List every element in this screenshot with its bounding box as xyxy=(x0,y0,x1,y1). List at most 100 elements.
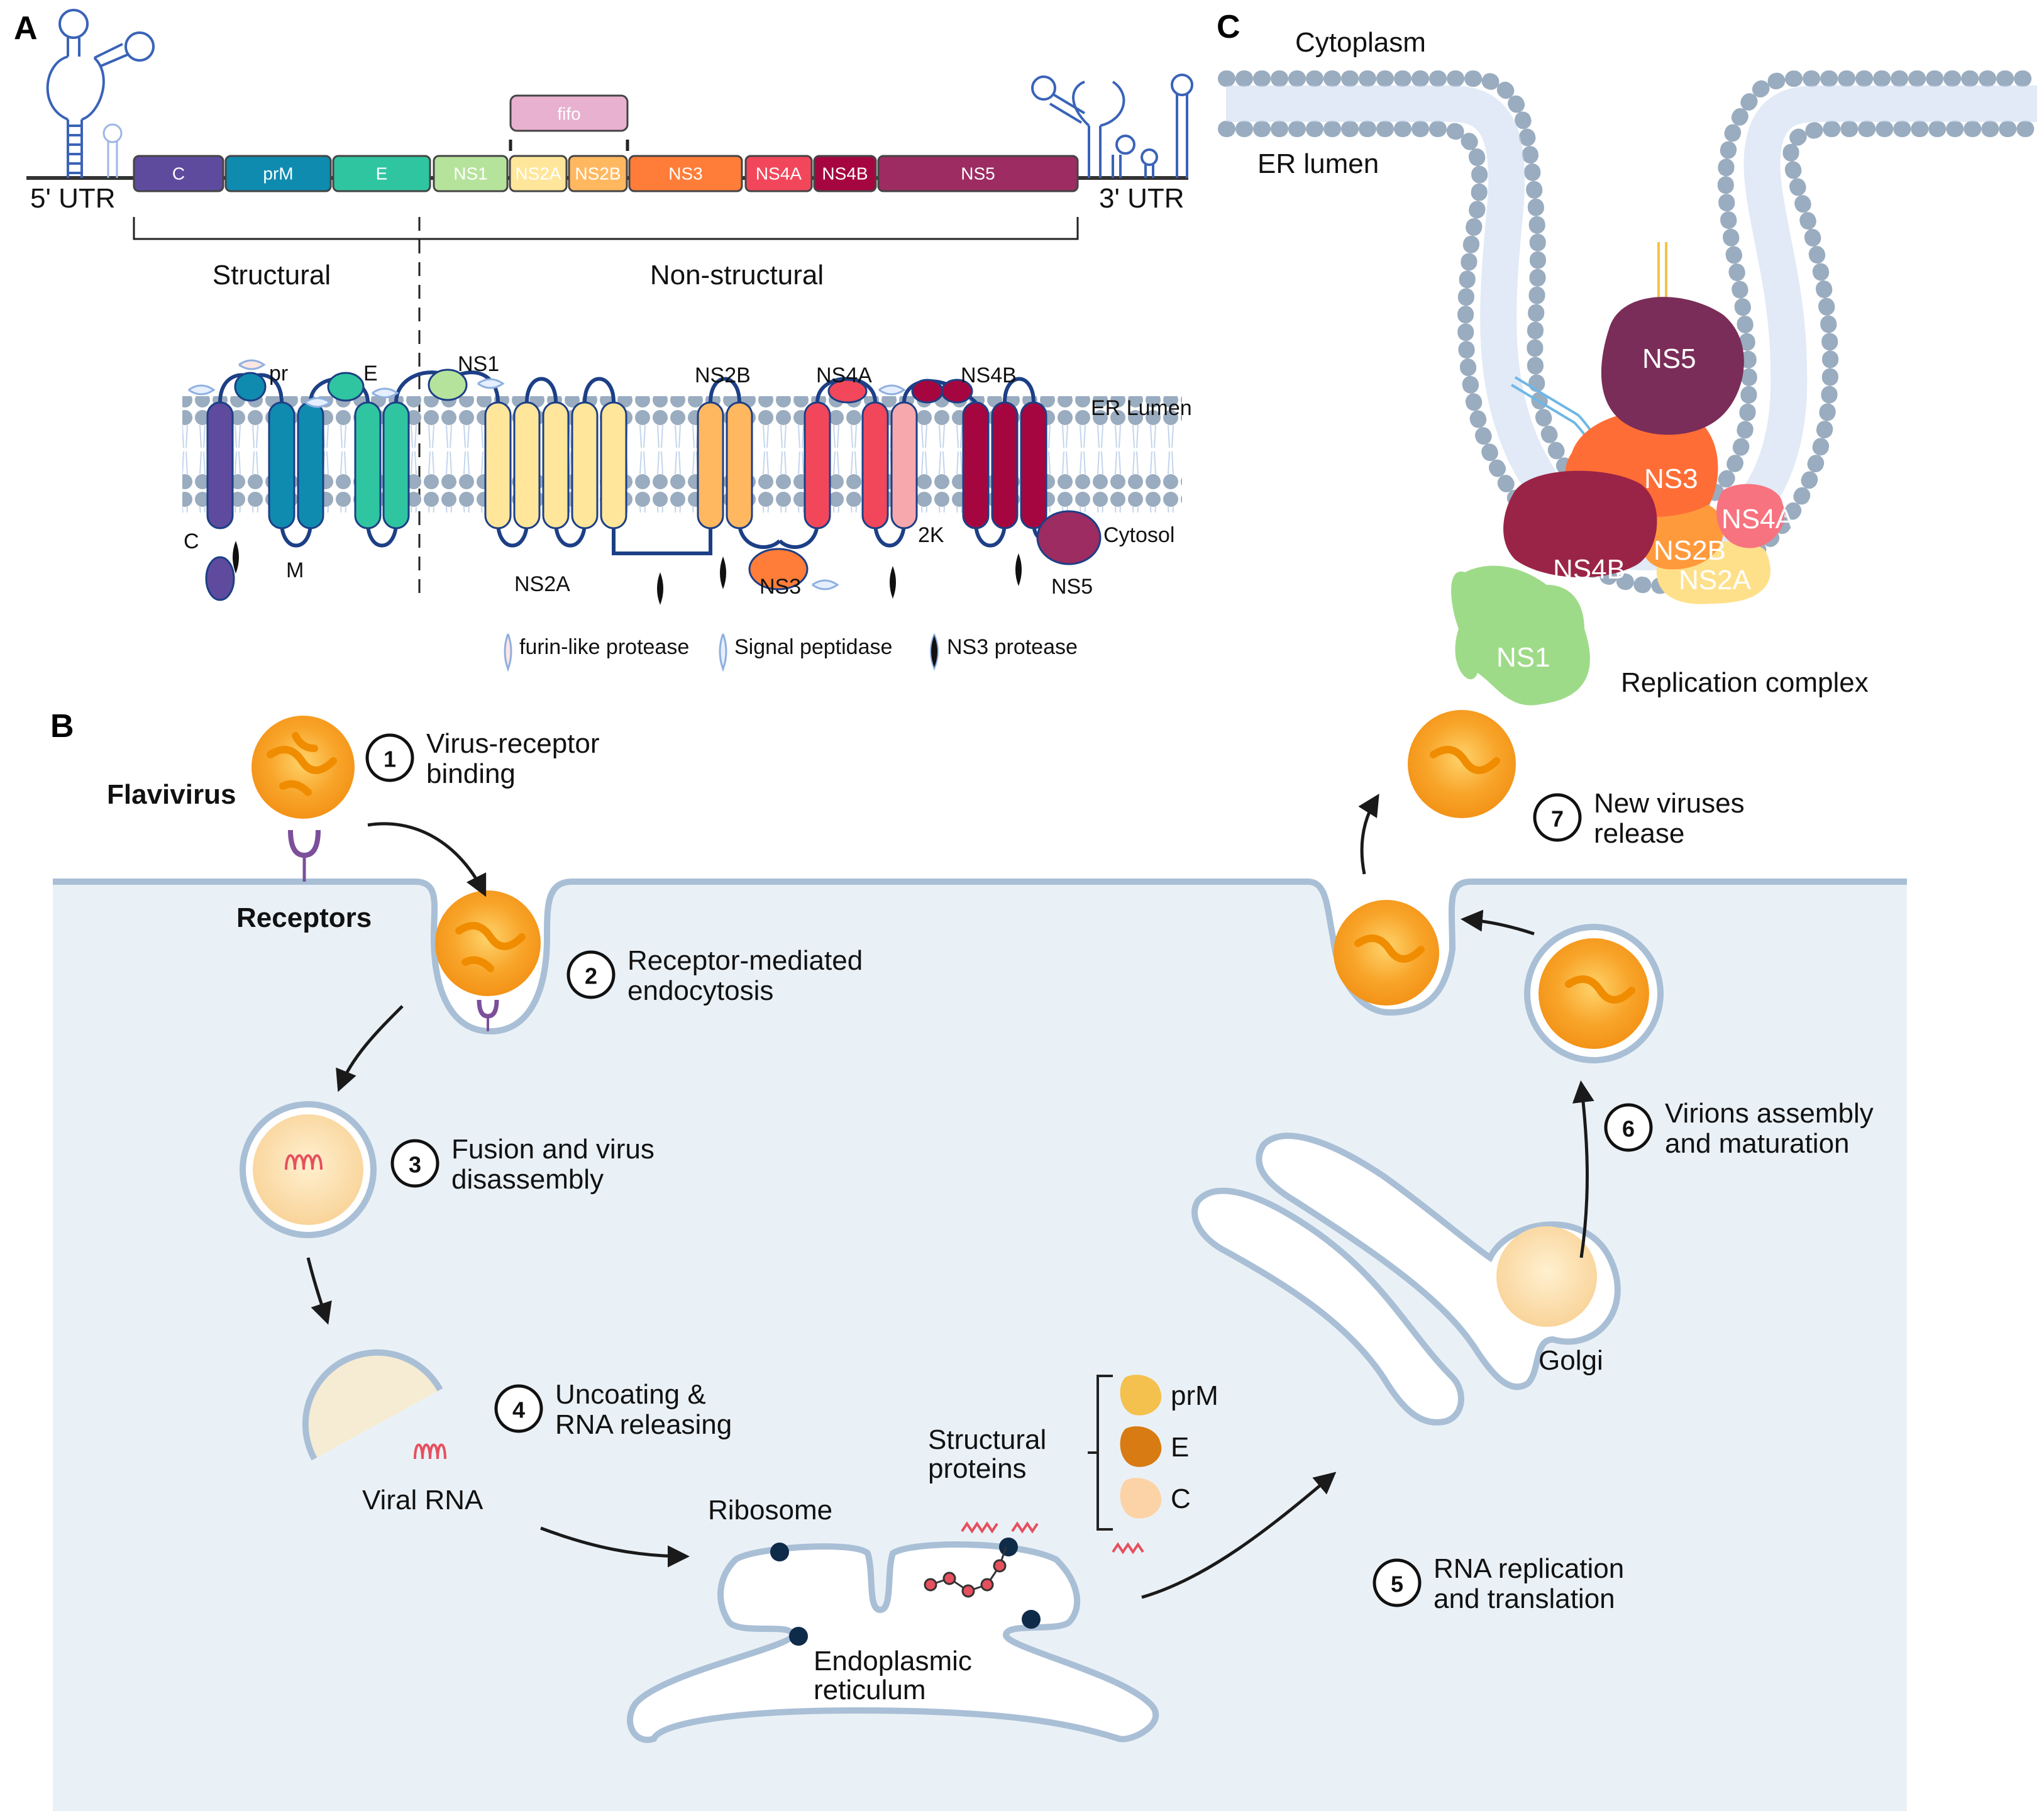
protease-cleavage-marker xyxy=(238,359,266,370)
step-text-line1: New viruses xyxy=(1594,788,1745,819)
region-bracket xyxy=(133,217,1079,240)
segment-label: NS5 xyxy=(961,164,995,184)
protein-blob-icon xyxy=(1120,1375,1162,1416)
step-text-line2: release xyxy=(1594,818,1684,849)
label-ns4a: NS4A xyxy=(816,363,872,387)
step-number: 3 xyxy=(409,1152,421,1178)
flavivirus-particle-icon xyxy=(251,716,355,819)
panel-label-b: B xyxy=(50,708,74,745)
fusion-vesicle-icon xyxy=(240,1101,377,1238)
ns3-protease-cleavage-marker xyxy=(890,566,896,599)
nonstructural-label: Non-structural xyxy=(650,260,824,291)
genome-segment-ns2a: NS2A xyxy=(509,155,568,192)
label-er-lumen: ER Lumen xyxy=(1091,396,1192,420)
structural-protein-prm: prM xyxy=(1120,1375,1218,1416)
ns3-protease-cleavage-marker xyxy=(720,557,726,589)
polyprotein-topology xyxy=(188,359,1102,605)
segment-label: NS4A xyxy=(756,164,802,184)
ns3-protease-cleavage-marker xyxy=(657,572,663,605)
mrna-strand-icon xyxy=(961,1521,1039,1534)
step-number-badge xyxy=(390,1139,439,1188)
tm-helix-ns2a xyxy=(542,401,570,529)
replication-complex-label: Replication complex xyxy=(1621,667,1869,698)
domain-ns5 xyxy=(1036,510,1102,565)
protein-ns1-blob xyxy=(1451,565,1590,706)
genome-segment-e: E xyxy=(332,155,431,192)
protein-ns5-blob xyxy=(1601,297,1744,435)
released-virus-icon xyxy=(1408,710,1516,818)
segment-label: NS4B xyxy=(822,164,868,184)
legend-signal-peptidase-label: Signal peptidase xyxy=(734,635,892,659)
genome-segment-ns5: NS5 xyxy=(877,155,1079,192)
step-text-line2: disassembly xyxy=(451,1164,604,1195)
label-2k: 2K xyxy=(918,523,944,547)
tm-helix-ns2a xyxy=(484,401,512,529)
utr5-stem-loop-icon xyxy=(46,9,155,178)
er-label-line2: reticulum xyxy=(814,1675,926,1705)
rna-strand-icon xyxy=(1112,1542,1144,1555)
label-pr: pr xyxy=(269,362,288,385)
protease-cleavage-marker xyxy=(188,384,216,396)
domain-e xyxy=(327,372,365,402)
step-number-badge xyxy=(494,1384,543,1433)
legend-ns3-protease-label: NS3 protease xyxy=(947,635,1078,659)
protease-cleavage-marker xyxy=(812,579,839,590)
step-number: 6 xyxy=(1622,1116,1635,1142)
tm-helix-2k xyxy=(890,401,918,529)
tm-helix-e xyxy=(354,401,382,529)
ribosome-label: Ribosome xyxy=(708,1495,832,1526)
protease-cleavage-marker xyxy=(477,378,505,389)
step-text-line2: and maturation xyxy=(1665,1128,1850,1159)
segment-label: NS3 xyxy=(668,164,702,184)
step-number: 4 xyxy=(512,1397,525,1423)
viral-rna-label: Viral RNA xyxy=(362,1485,483,1516)
step-number: 2 xyxy=(585,963,597,989)
step-number-badge xyxy=(1604,1103,1653,1152)
structural-label: Structural xyxy=(213,260,331,291)
domain-ns3 xyxy=(748,548,809,590)
endocytosed-virus-icon xyxy=(435,890,541,996)
utr3-label: 3' UTR xyxy=(1099,183,1185,214)
step-text-line2: RNA releasing xyxy=(555,1409,732,1440)
tm-helix-e xyxy=(382,401,410,529)
segment-label: E xyxy=(376,164,388,184)
tm-helix-ns2a xyxy=(600,401,627,529)
label-ns2a: NS2A xyxy=(514,572,570,596)
replication-complex xyxy=(1451,297,1785,706)
segment-label: prM xyxy=(263,164,293,184)
step-text-line1: Uncoating & xyxy=(555,1379,706,1410)
protein-label-ns5: NS5 xyxy=(1642,343,1696,374)
label-ns4b: NS4B xyxy=(961,363,1017,387)
step-number-badge xyxy=(1533,793,1582,842)
domain-ns4a xyxy=(827,379,868,404)
fifo-box: fifo xyxy=(509,94,629,151)
genome-segment-prm: prM xyxy=(224,155,332,192)
step-number-badge xyxy=(1373,1558,1422,1607)
tm-helix-c xyxy=(206,401,234,529)
utr5-label: 5' UTR xyxy=(30,183,116,214)
signal-peptidase-icon xyxy=(719,633,727,672)
step-text-line1: RNA replication xyxy=(1434,1553,1624,1584)
structural-protein-e: E xyxy=(1120,1426,1189,1467)
tm-helix-ns4b xyxy=(1020,401,1047,529)
step-number: 5 xyxy=(1391,1571,1403,1597)
golgi-virion-icon xyxy=(1496,1226,1597,1327)
genome-segment-ns2b: NS2B xyxy=(568,155,628,192)
tm-helix-ns2b xyxy=(726,401,753,529)
polypeptide-chain-icon xyxy=(924,1546,1007,1598)
tm-helix-ns4b xyxy=(962,401,990,529)
er-label-line1: Endoplasmic xyxy=(814,1646,972,1677)
ns3-protease-cleavage-marker xyxy=(1015,553,1022,586)
step-text-line1: Virus-receptor xyxy=(426,728,600,759)
tm-helix-prm xyxy=(268,401,296,529)
protein-label-ns2b: NS2B xyxy=(1654,535,1726,566)
receptor-icon xyxy=(288,829,321,882)
label-cytosol: Cytosol xyxy=(1103,523,1174,547)
step-number: 7 xyxy=(1551,806,1564,832)
